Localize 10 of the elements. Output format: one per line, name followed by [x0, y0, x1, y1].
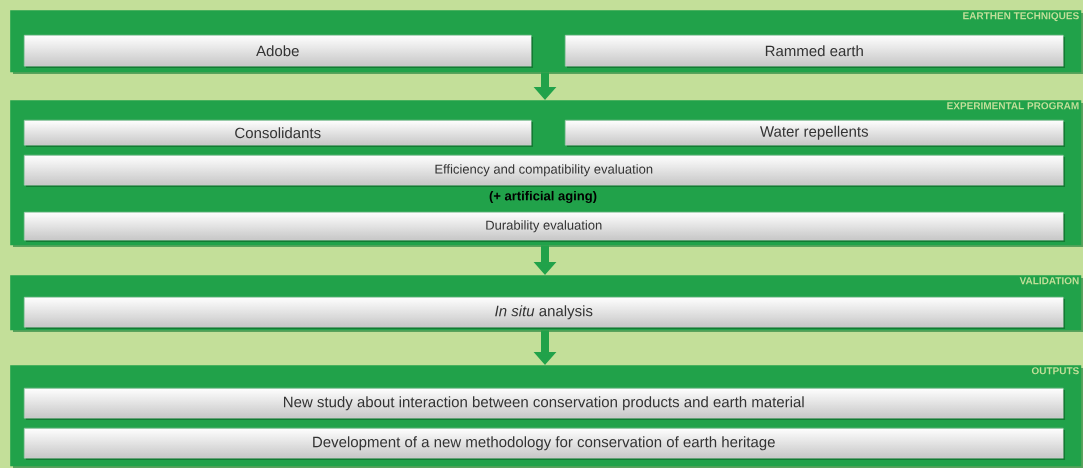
- note-text: (+ artificial aging): [489, 190, 597, 204]
- step-box: In situ analysis: [24, 297, 1065, 329]
- step-box: Development of a new methodology for conservation of earth heritage: [24, 428, 1065, 460]
- step-box: Efficiency and compatibility evaluation: [24, 155, 1065, 187]
- step-box: Adobe: [24, 35, 533, 68]
- step-box: Durability evaluation: [24, 212, 1065, 242]
- step-box: Rammed earth: [565, 35, 1065, 68]
- step-box: Consolidants: [24, 120, 533, 147]
- step-box: Water repellents: [565, 120, 1065, 147]
- step-box: New study about interaction between conservation products and earth material: [24, 388, 1065, 420]
